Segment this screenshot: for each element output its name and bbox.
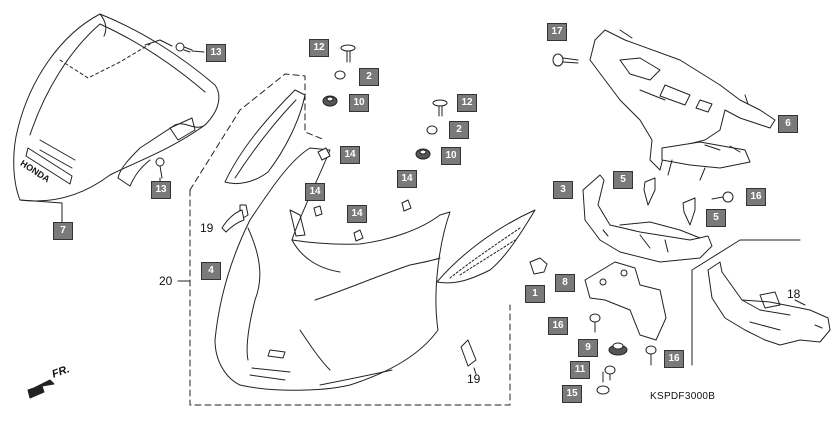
callout-16-right: 16	[746, 188, 766, 206]
windscreen-part	[14, 14, 219, 222]
fastener-stack-left	[323, 45, 355, 106]
label-20: 20	[159, 274, 173, 288]
grommet-9	[609, 343, 627, 355]
callout-14-b: 14	[305, 183, 325, 201]
bolt-15	[597, 372, 609, 394]
clip-19-upper	[222, 210, 244, 232]
side-panel-right	[437, 210, 535, 283]
callout-13-top: 13	[206, 44, 226, 62]
callout-17: 17	[547, 23, 567, 41]
inner-panel-left	[225, 90, 305, 184]
label-19-lower: 19	[467, 372, 481, 386]
callout-16-bottom: 16	[664, 350, 684, 368]
clip-14-parts	[314, 148, 411, 241]
callout-5-upper: 5	[613, 171, 633, 189]
screw-16-left	[590, 314, 600, 332]
callout-8: 8	[555, 274, 575, 292]
callout-5-lower: 5	[706, 209, 726, 227]
subassembly-18-frame	[692, 240, 800, 365]
callout-1: 1	[525, 285, 545, 303]
honda-emblem	[26, 148, 72, 184]
upper-cowl-part	[215, 148, 450, 390]
callout-16-left: 16	[548, 317, 568, 335]
callout-15: 15	[562, 385, 582, 403]
label-19-upper: 19	[200, 221, 214, 235]
bolt-5-upper	[644, 178, 655, 205]
fastener-stack-right	[416, 100, 447, 159]
cowl-bracket-outline	[178, 74, 510, 405]
cap-1	[530, 258, 547, 274]
callout-3: 3	[553, 181, 573, 199]
callout-4: 4	[201, 262, 221, 280]
bolt-5-lower	[683, 198, 695, 225]
upper-stay-part	[590, 30, 775, 180]
callout-6: 6	[778, 115, 798, 133]
screw-17	[553, 54, 578, 66]
callout-10-right: 10	[441, 147, 461, 165]
screw-13-top	[176, 43, 204, 52]
callout-2-left: 2	[359, 68, 379, 86]
callout-13-lower: 13	[151, 181, 171, 199]
callout-2-right: 2	[449, 121, 469, 139]
callout-12-right: 12	[457, 94, 477, 112]
mount-plate-part	[585, 262, 666, 340]
collar-11	[605, 366, 615, 380]
subassembly-18-part	[708, 262, 830, 345]
callout-12-left: 12	[309, 39, 329, 57]
screw-16-right	[712, 192, 733, 202]
callout-14-a: 14	[340, 146, 360, 164]
diagram-code: KSPDF3000B	[650, 391, 716, 402]
callout-7: 7	[53, 222, 73, 240]
callout-14-c: 14	[347, 205, 367, 223]
lower-bracket-part	[583, 175, 712, 262]
label-18: 18	[787, 287, 801, 301]
screw-16-bottom	[646, 346, 656, 365]
clip-19-lower	[461, 340, 476, 374]
callout-9: 9	[578, 339, 598, 357]
front-direction-arrow	[28, 380, 54, 398]
callout-14-d: 14	[397, 170, 417, 188]
callout-11: 11	[570, 361, 590, 379]
callout-10-left: 10	[349, 94, 369, 112]
